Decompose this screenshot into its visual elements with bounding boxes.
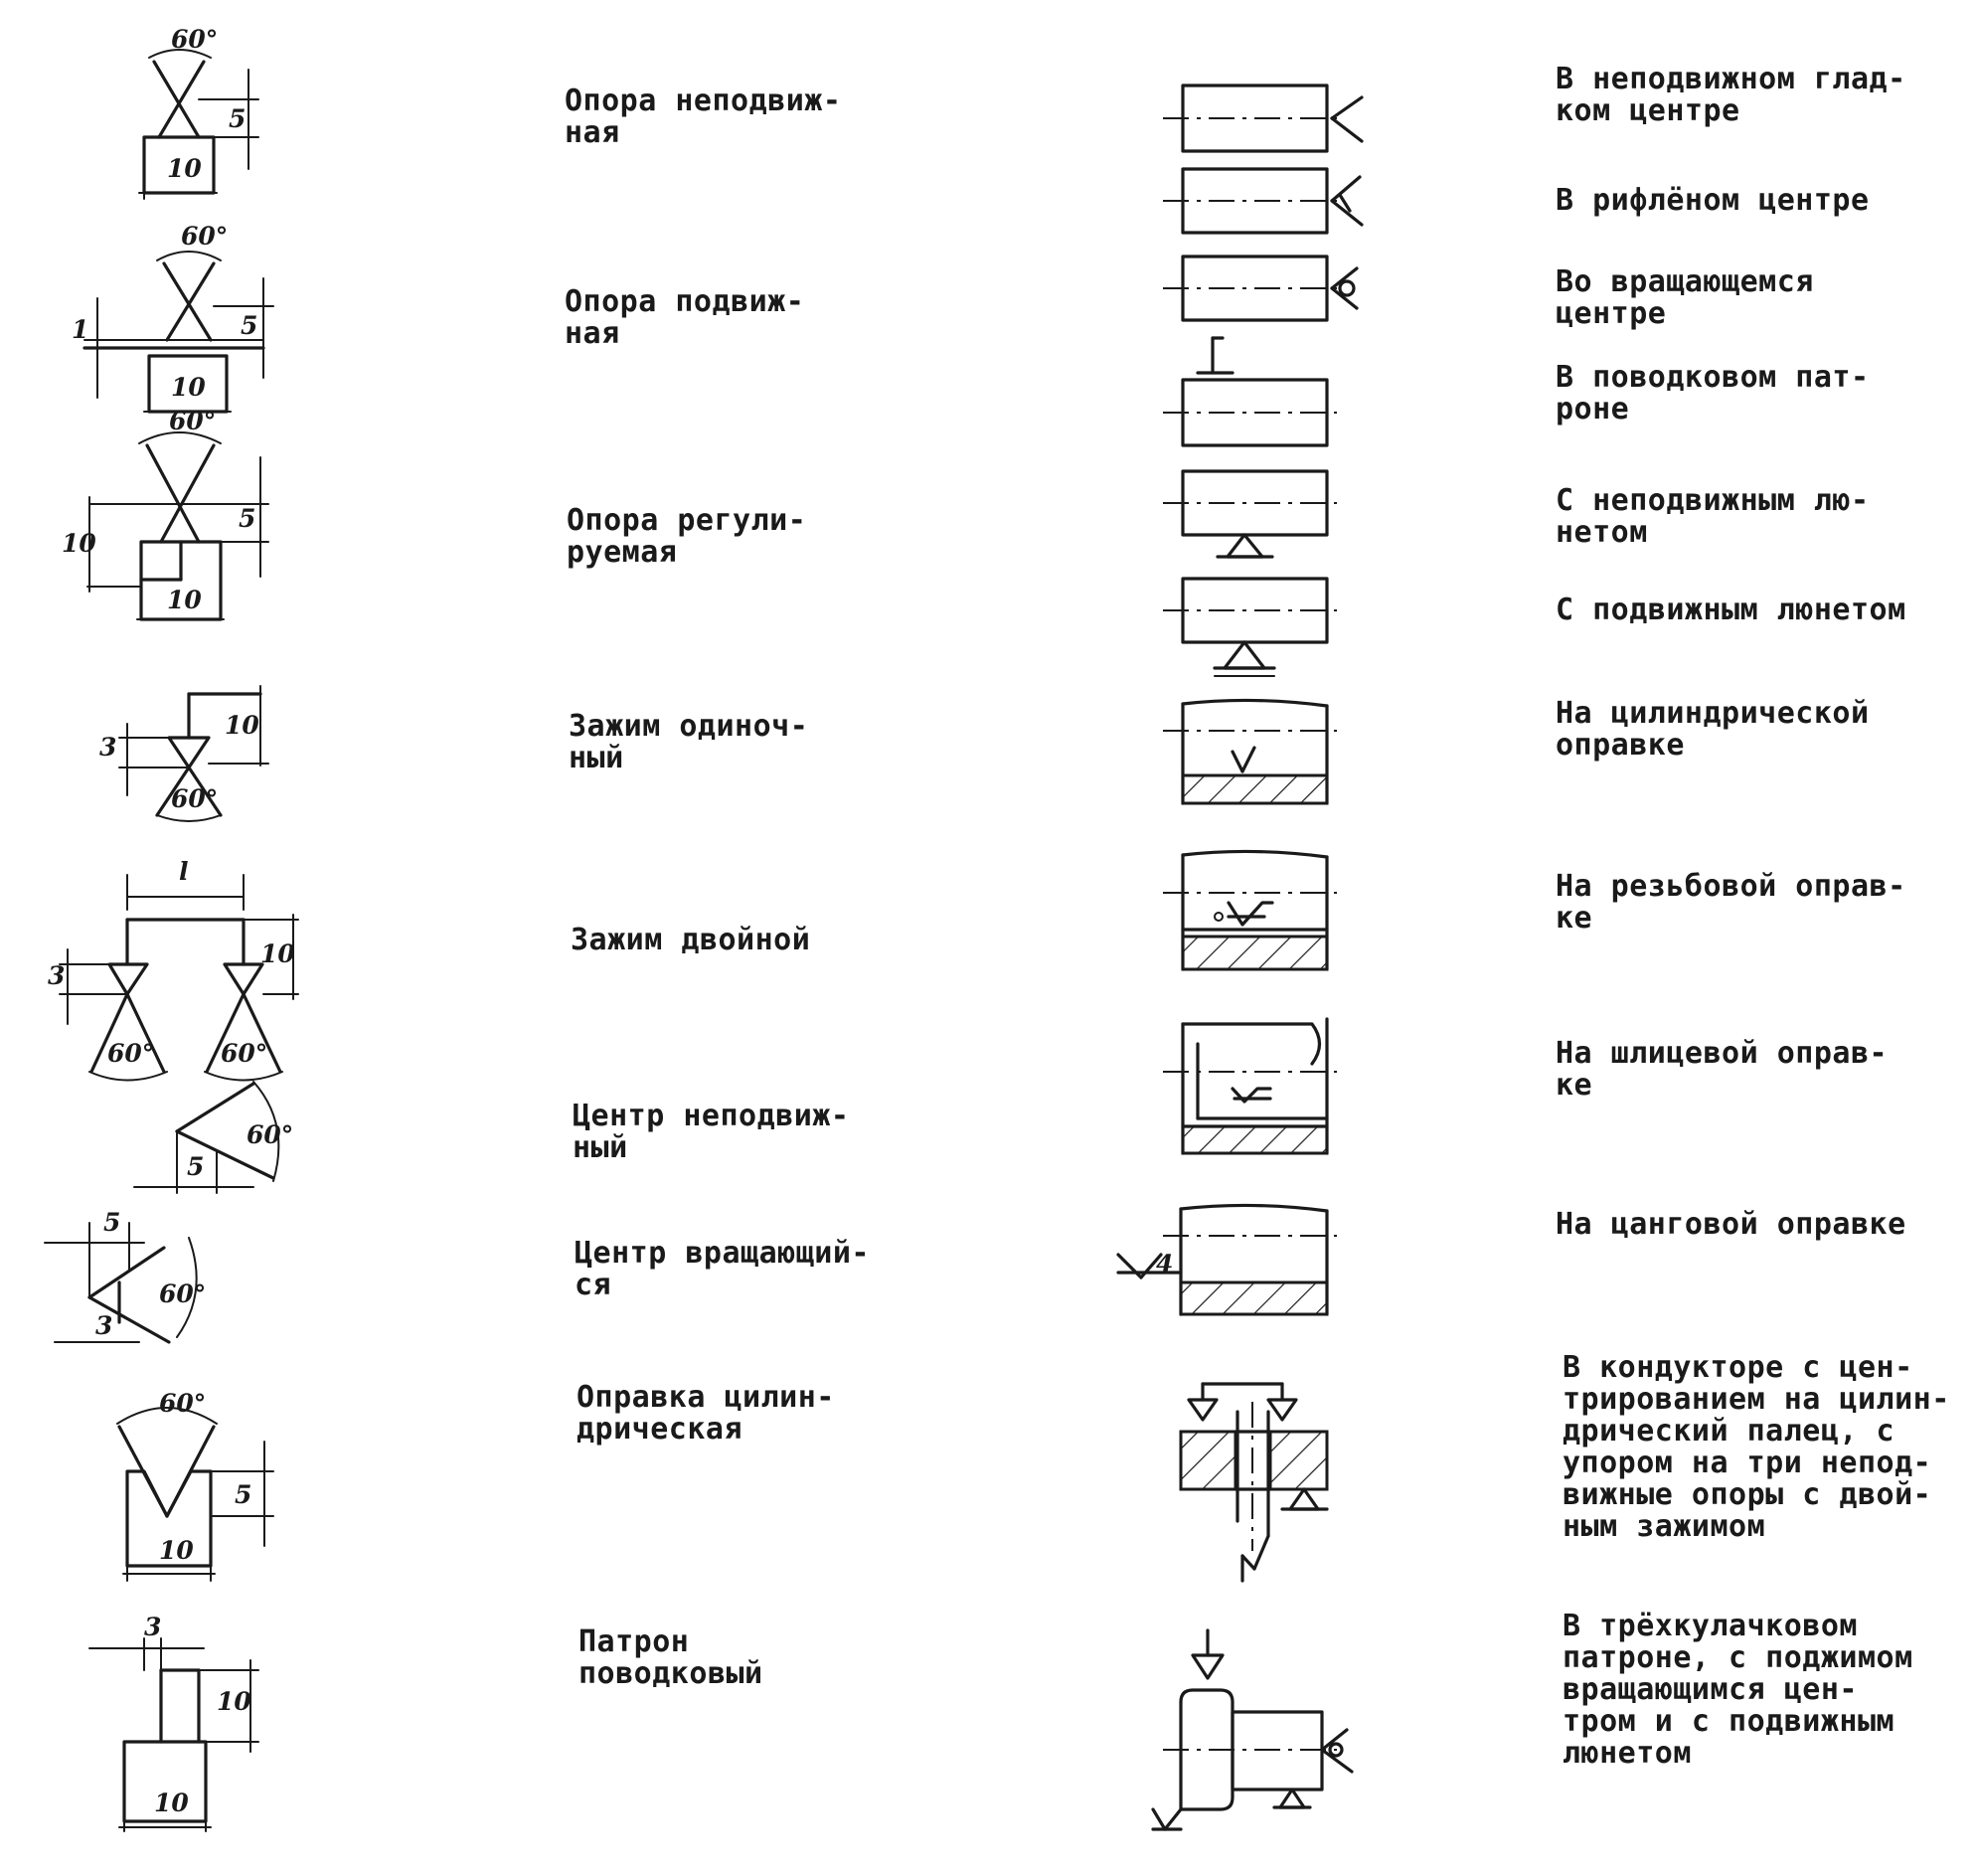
dim-width: 5 bbox=[103, 1208, 120, 1237]
dim-height: 5 bbox=[235, 1480, 251, 1509]
example-movable-steady-rest bbox=[1163, 577, 1337, 677]
dim-width: 5 bbox=[187, 1152, 204, 1181]
dim-angle-right: 60° bbox=[221, 1039, 267, 1068]
dim-angle-left: 60° bbox=[107, 1039, 154, 1068]
dim-angle: 60° bbox=[159, 1389, 206, 1418]
example-spline-mandrel bbox=[1163, 1017, 1337, 1155]
example-collet-mandrel: 4 bbox=[1116, 1203, 1337, 1316]
label-single-clamp: Зажим одиноч- ный bbox=[569, 709, 809, 775]
label-double-clamp: Зажим двойной bbox=[571, 923, 811, 957]
dim-height: 10 bbox=[260, 939, 295, 968]
symbol-fixed-support: 60° 5 10 bbox=[138, 25, 259, 200]
symbol-fixed-center: 60° 5 bbox=[133, 1081, 293, 1194]
label-fixed-center: Центр неподвиж- ный bbox=[573, 1099, 850, 1165]
label-cylindrical-mandrel: Оправка цилин- дрическая bbox=[576, 1380, 835, 1447]
dim-total: 10 bbox=[62, 529, 96, 558]
example-threaded-mandrel bbox=[1163, 849, 1337, 971]
symbol-adjustable-support: 60° 10 5 10 bbox=[62, 407, 269, 621]
dim-height: 5 bbox=[241, 311, 257, 340]
label-movable-steady-rest: С подвижным люнетом bbox=[1556, 593, 1906, 627]
label-grooved-center: В рифлёном центре bbox=[1556, 183, 1870, 218]
label-drive-chuck-example: В поводковом пат- роне bbox=[1556, 360, 1870, 426]
label-jig-fixture: В кондукторе с цен- трированием на цилин… bbox=[1563, 1350, 1950, 1544]
dim-width: 10 bbox=[167, 154, 202, 183]
label-fixed-support: Опора неподвиж- ная bbox=[565, 84, 842, 150]
label-threaded-mandrel: На резьбовой оправ- ке bbox=[1556, 869, 1906, 936]
dim-width: 10 bbox=[159, 1536, 194, 1565]
example-drive-chuck bbox=[1163, 336, 1337, 447]
label-rotating-center-example: Во вращающемся центре bbox=[1556, 264, 1814, 331]
dim-height: 5 bbox=[229, 104, 246, 133]
symbol-double-clamp: l 10 60° 60° 3 bbox=[48, 857, 299, 1082]
label-cylindrical-mandrel-example: На цилиндрической оправке bbox=[1556, 696, 1870, 763]
example-fixed-steady-rest bbox=[1163, 469, 1337, 559]
dim-width: 10 bbox=[154, 1789, 189, 1817]
label-collet-mandrel: На цанговой оправке bbox=[1556, 1207, 1906, 1242]
dim-angle: 60° bbox=[181, 222, 228, 251]
dim-offset: 3 bbox=[95, 1311, 112, 1340]
symbol-single-clamp: 60° 3 10 bbox=[99, 685, 269, 822]
symbol-drive-chuck: 3 10 10 bbox=[88, 1613, 259, 1832]
symbol-movable-support: 60° 1 5 10 bbox=[72, 222, 274, 414]
dim-offset: 3 bbox=[99, 733, 116, 762]
dim-height: 10 bbox=[225, 711, 259, 740]
dim-width: 10 bbox=[167, 586, 202, 614]
example-jig-fixture bbox=[1179, 1382, 1329, 1583]
example-three-jaw-chuck bbox=[1151, 1628, 1354, 1831]
label-fixed-smooth-center: В неподвижном глад- ком центре bbox=[1556, 62, 1906, 128]
dim-height: 10 bbox=[217, 1687, 251, 1716]
dim-offset: 3 bbox=[48, 961, 65, 990]
dim-mark: 4 bbox=[1156, 1250, 1173, 1279]
example-rotating-center bbox=[1163, 255, 1359, 322]
example-grooved-center bbox=[1163, 167, 1364, 235]
dim-offset: 1 bbox=[72, 315, 88, 344]
example-fixed-smooth-center bbox=[1163, 84, 1364, 153]
dim-height: 5 bbox=[239, 504, 255, 533]
symbol-rotating-center: 60° 5 3 bbox=[44, 1208, 206, 1344]
dim-span: l bbox=[179, 857, 189, 886]
label-adjustable-support: Опора регули- руемая bbox=[567, 503, 807, 570]
symbol-cylindrical-mandrel: 60° 5 10 bbox=[116, 1389, 274, 1582]
dim-angle: 60° bbox=[247, 1120, 293, 1149]
example-cylindrical-mandrel bbox=[1163, 698, 1337, 805]
label-three-jaw-chuck: В трёхкулачковом патроне, с поджимом вра… bbox=[1563, 1609, 1913, 1771]
dim-angle: 60° bbox=[171, 784, 218, 813]
label-fixed-steady-rest: С неподвижным лю- нетом bbox=[1556, 483, 1870, 550]
dim-angle: 60° bbox=[171, 25, 218, 54]
dim-angle: 60° bbox=[169, 407, 216, 435]
label-spline-mandrel: На шлицевой оправ- ке bbox=[1556, 1036, 1889, 1103]
dim-offset: 3 bbox=[144, 1613, 161, 1641]
dim-angle: 60° bbox=[159, 1279, 206, 1308]
dim-width: 10 bbox=[171, 373, 206, 402]
label-rotating-center: Центр вращающий- ся bbox=[575, 1236, 870, 1302]
label-drive-chuck: Патрон поводковый bbox=[578, 1624, 763, 1691]
label-movable-support: Опора подвиж- ная bbox=[565, 284, 805, 351]
